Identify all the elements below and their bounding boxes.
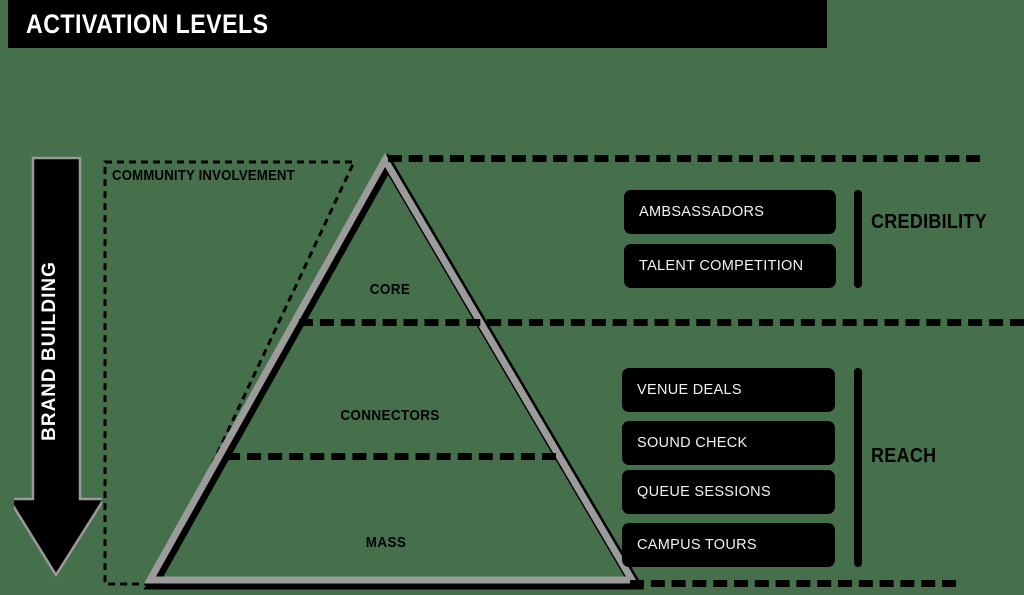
activation-item-sound-check[interactable]: SOUND CHECK [622,421,835,465]
brand-building-arrow: BRAND BUILDING [14,155,102,580]
community-involvement-label: COMMUNITY INVOLVEMENT [112,167,295,184]
activation-item-venue-deals[interactable]: VENUE DEALS [622,368,835,412]
dashed-line-base [630,580,956,587]
dashed-line-connectors [226,453,556,460]
dashed-line-core [299,319,1024,326]
pyramid-outline [136,148,645,592]
group-label-credibility: CREDIBILITY [871,211,987,233]
brace-reach [854,368,862,567]
title-bar: ACTIVATION LEVELS [8,0,827,48]
brace-credibility [854,190,862,288]
tier-label-mass: MASS [365,534,407,551]
community-involvement-shape [96,148,371,590]
tier-label-core: CORE [369,281,411,298]
dashed-line-apex [388,155,980,162]
activation-item-talent-competition[interactable]: TALENT COMPETITION [624,244,836,288]
activation-item-queue-sessions[interactable]: QUEUE SESSIONS [622,470,835,514]
page-title: ACTIVATION LEVELS [26,9,269,39]
activation-item-campus-tours[interactable]: CAMPUS TOURS [622,523,835,567]
tier-label-connectors: CONNECTORS [340,407,440,424]
activation-item-ambassadors[interactable]: AMBSASSADORS [624,190,836,234]
brand-building-label: BRAND BUILDING [39,261,60,441]
group-label-reach: REACH [871,445,937,467]
